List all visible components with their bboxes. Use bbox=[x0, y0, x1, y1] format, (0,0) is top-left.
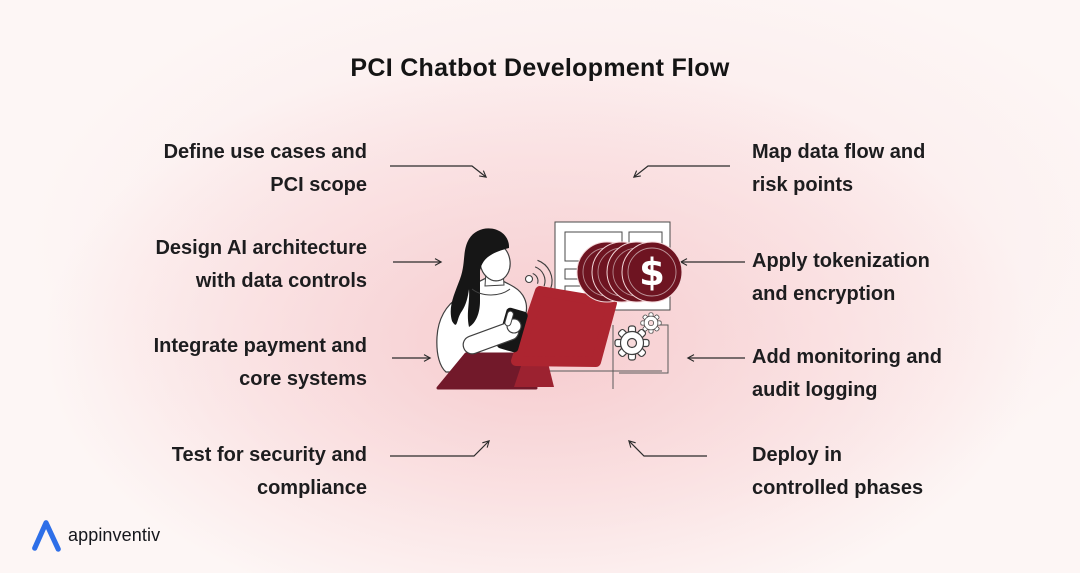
gears-icon bbox=[614, 312, 662, 361]
page-title: PCI Chatbot Development Flow bbox=[350, 54, 730, 82]
arrow-map-data-flow-icon bbox=[632, 165, 730, 178]
step-line: Apply tokenization bbox=[752, 250, 930, 272]
step-line: Add monitoring and bbox=[752, 346, 942, 368]
central-illustration: $ bbox=[436, 221, 683, 390]
dollar-coins-icon: $ bbox=[576, 241, 683, 303]
step-line: audit logging bbox=[752, 379, 878, 401]
arrow-deploy-phases-icon bbox=[628, 440, 707, 457]
appinventiv-logo-icon bbox=[32, 520, 61, 552]
step-label-test-security: Test for security and compliance bbox=[172, 439, 367, 505]
step-line: core systems bbox=[239, 368, 367, 390]
laptop-icon bbox=[511, 286, 617, 387]
step-line: Deploy in bbox=[752, 444, 843, 466]
step-line: Test for security and bbox=[171, 444, 367, 466]
woman-arm bbox=[462, 310, 522, 355]
step-label-integrate-payment: Integrate payment and core systems bbox=[154, 330, 367, 396]
brand-logo: appinventiv bbox=[30, 518, 160, 552]
step-line: PCI scope bbox=[270, 174, 367, 196]
step-label-design-architecture: Design AI architecture with data control… bbox=[155, 232, 367, 298]
woman-neckline bbox=[471, 288, 511, 296]
step-line: Design AI architecture bbox=[155, 237, 367, 259]
step-label-define-use-cases: Define use cases and PCI scope bbox=[164, 136, 367, 202]
wifi-icon bbox=[524, 259, 553, 289]
step-line: compliance bbox=[256, 477, 367, 499]
step-line: controlled phases bbox=[752, 477, 924, 499]
step-label-add-monitoring: Add monitoring and audit logging bbox=[752, 341, 942, 407]
arrow-test-security-icon bbox=[390, 440, 490, 457]
brand-name: appinventiv bbox=[68, 524, 161, 545]
arrow-define-use-cases-icon bbox=[390, 165, 488, 178]
dollar-symbol: $ bbox=[639, 251, 665, 294]
step-line: Define use cases and bbox=[163, 141, 367, 163]
step-line: with data controls bbox=[195, 270, 367, 292]
step-line: risk points bbox=[752, 174, 854, 196]
step-line: Integrate payment and bbox=[153, 335, 367, 357]
step-line: and encryption bbox=[752, 283, 896, 305]
step-line: Map data flow and bbox=[752, 141, 926, 163]
step-label-deploy-phases: Deploy in controlled phases bbox=[752, 439, 923, 505]
step-label-apply-tokenization: Apply tokenization and encryption bbox=[752, 245, 930, 311]
woman-hair bbox=[450, 228, 510, 327]
step-label-map-data-flow: Map data flow and risk points bbox=[752, 136, 925, 202]
